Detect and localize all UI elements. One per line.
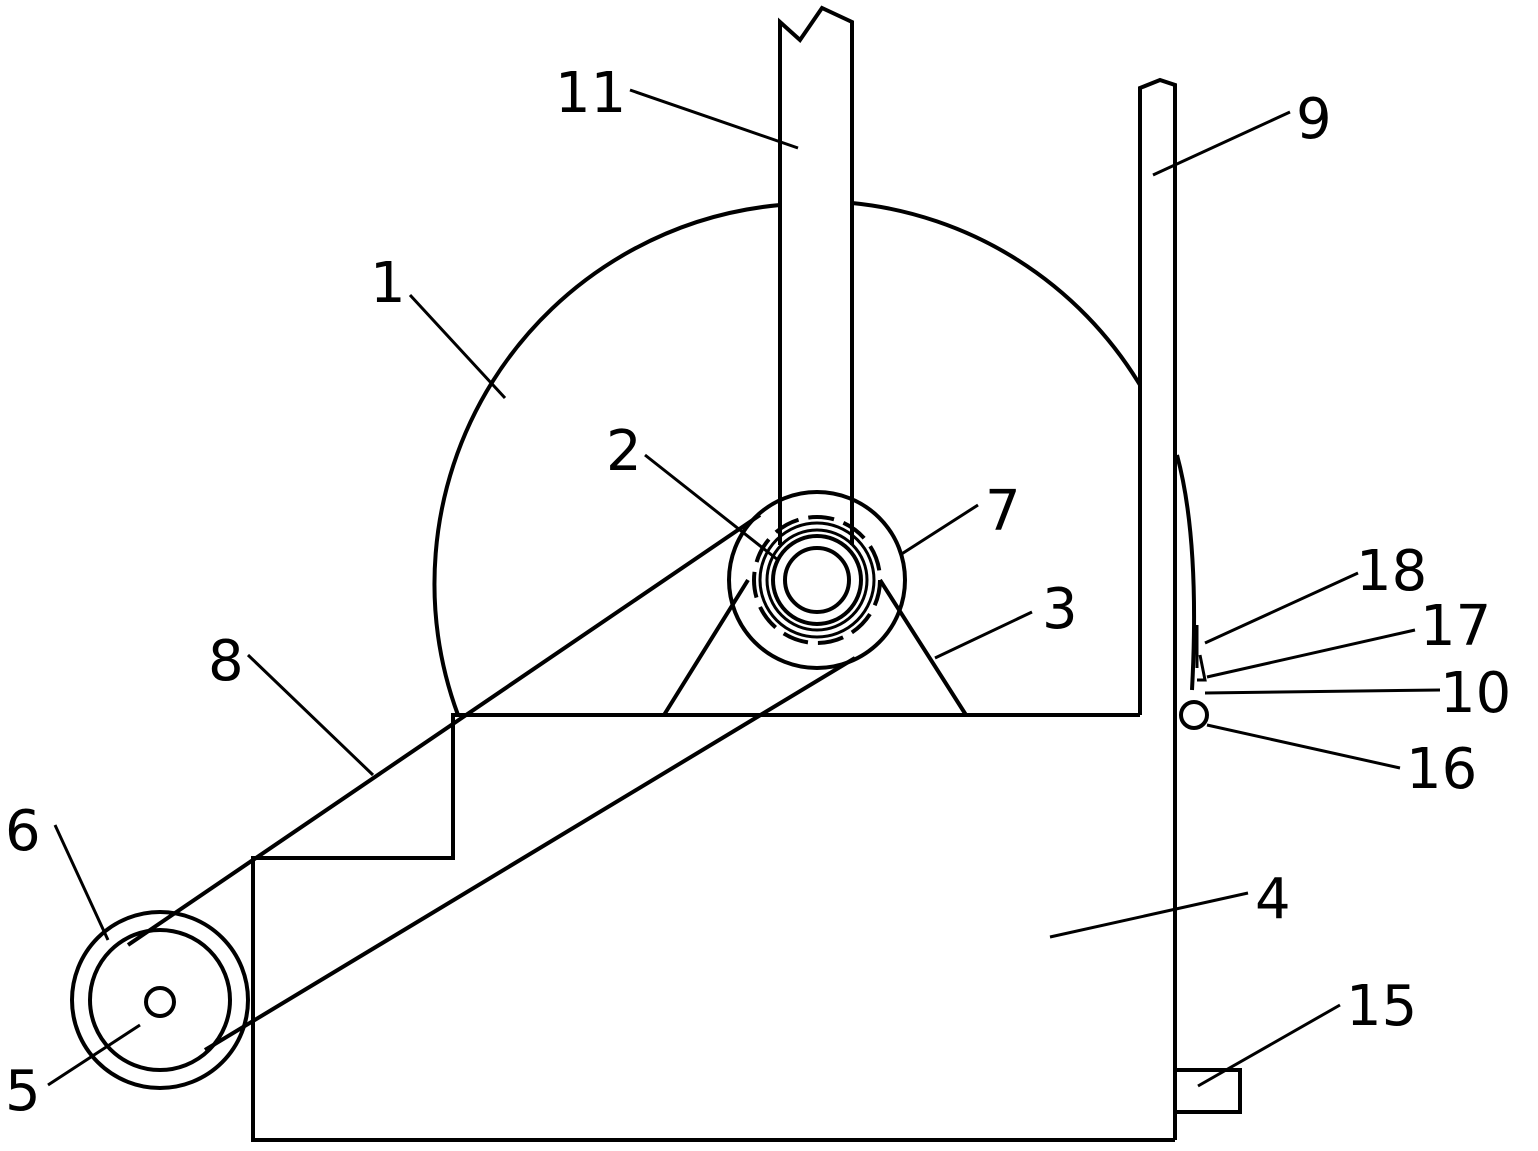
plate-9: [1138, 77, 1177, 1140]
leader-15: [1197, 1003, 1341, 1088]
label-3: 3: [1042, 577, 1078, 642]
leader-5: [47, 1023, 141, 1087]
bearing-ring-middle: [765, 528, 869, 632]
pulley-7: [727, 490, 907, 670]
leader-4: [1049, 891, 1249, 939]
label-16: 16: [1406, 737, 1477, 802]
leader-7: [899, 503, 979, 557]
rod-11: [778, 5, 854, 545]
leader-3: [934, 610, 1033, 660]
leader-11: [629, 88, 799, 150]
part-17: [1197, 654, 1207, 682]
block-15: [1173, 1068, 1242, 1114]
label-1: 1: [370, 251, 406, 316]
leader-18: [1204, 571, 1359, 645]
disc-edge-right: [1175, 454, 1197, 691]
leader-16: [1206, 723, 1401, 770]
leader-6: [53, 824, 110, 941]
leader-2: [644, 453, 779, 562]
large-disc: [432, 203, 781, 716]
belt-8-lower: [203, 656, 857, 1052]
bearing-ring-2: [771, 534, 863, 626]
shaft-5: [144, 986, 176, 1018]
bearing-dashed: [752, 515, 882, 645]
label-6: 6: [5, 799, 41, 864]
shaft-hole: [783, 546, 851, 614]
label-15: 15: [1346, 974, 1417, 1039]
label-8: 8: [208, 629, 244, 694]
support-3: [662, 578, 968, 717]
label-5: 5: [5, 1059, 41, 1124]
leader-17: [1206, 628, 1416, 679]
roller-16: [1179, 700, 1209, 730]
label-2: 2: [606, 419, 642, 484]
belt-8-upper: [126, 513, 762, 947]
bearing-ring-outer: [758, 521, 876, 639]
pulley-6-outer: [70, 910, 250, 1090]
leader-10: [1204, 688, 1441, 695]
label-11: 11: [555, 61, 626, 126]
label-4: 4: [1255, 867, 1291, 932]
large-disc-right-arc: [851, 201, 1142, 387]
leader-1: [408, 293, 507, 400]
label-18: 18: [1356, 539, 1427, 604]
base-body-4: [251, 713, 1175, 1142]
label-7: 7: [985, 479, 1021, 544]
label-10: 10: [1440, 661, 1511, 726]
leader-9: [1152, 110, 1291, 177]
pulley-6-inner: [88, 928, 232, 1072]
leader-8: [246, 653, 375, 777]
label-9: 9: [1296, 87, 1332, 152]
label-17: 17: [1420, 594, 1491, 659]
